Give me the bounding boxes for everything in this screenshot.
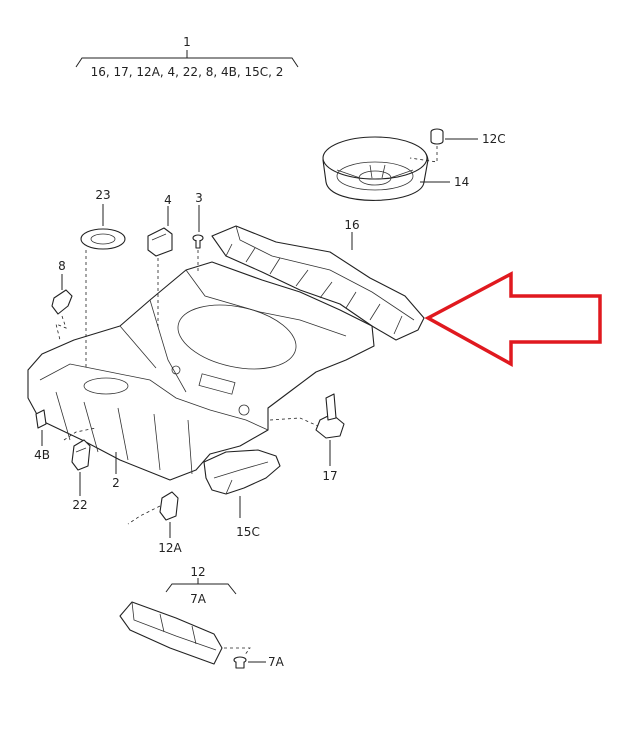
bolt-3-part [192,234,204,249]
part-label-4b: 4B [34,448,50,462]
part-label-2: 2 [112,476,120,490]
part-label-16: 16 [344,218,359,232]
bracket-12 [165,578,237,595]
bracket-12a-part [159,491,179,521]
part-label-22: 22 [72,498,87,512]
leader-7a-dashed [224,647,251,657]
leader-17-dashed [269,417,319,427]
part-label-7a-bottom: 7A [268,655,285,669]
bracket-8-part [51,289,73,315]
assembly-parts-label: 16, 17, 12A, 4, 22, 8, 4B, 15C, 2 [91,65,284,79]
spare-wheel-well-part [322,136,429,201]
part-label-8: 8 [58,259,66,273]
reinforcement-12-part [119,601,223,665]
grommet-23-part [80,228,126,250]
part-label-23: 23 [95,188,110,202]
leader-22-dashed [63,427,97,441]
plug-12c-part [430,128,444,145]
part-label-12c: 12C [482,132,506,146]
leader-12a-dashed [127,505,161,525]
bracket-4-part [147,227,173,257]
part-label-12a: 12A [158,541,182,555]
part-label-14: 14 [454,175,469,189]
part-label-17: 17 [322,469,337,483]
cross-member-16-part [211,225,425,341]
leader-8-dashed [55,315,67,341]
side-member-15c-part [203,449,281,495]
clip-4b-part [35,409,47,429]
part-label-12: 12 [190,565,205,579]
bracket-22-part [71,439,91,471]
rear-floor-panel-part [27,261,375,481]
assembly-number-label: 1 [183,35,191,49]
highlight-arrow [424,271,602,367]
part-label-4: 4 [164,193,172,207]
assembly-bracket [75,50,299,68]
part-label-15c: 15C [236,525,260,539]
clip-7a-part [233,656,247,669]
part-label-3: 3 [195,191,203,205]
part-label-7a-top: 7A [190,592,207,606]
bracket-17-part [315,393,345,439]
